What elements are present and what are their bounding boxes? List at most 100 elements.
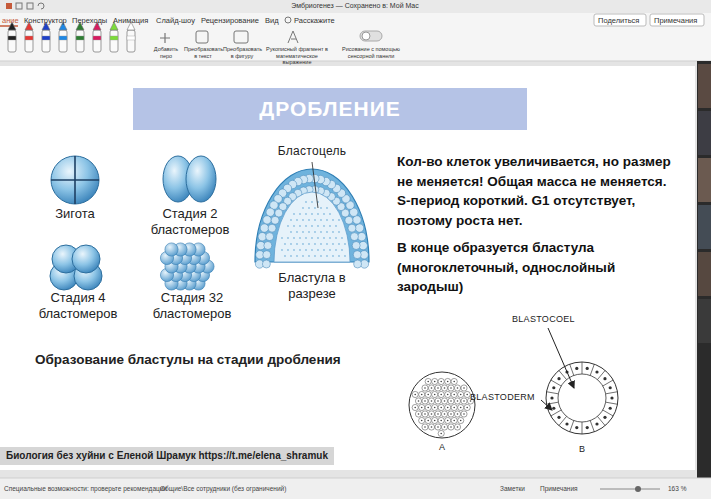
yolk-dot — [317, 237, 319, 239]
zygote-furrow — [74, 156, 76, 204]
ribbon-button-label: Рукописный фрагмент в математическое выр… — [262, 46, 332, 66]
cell — [448, 385, 454, 391]
participant-video — [698, 205, 711, 249]
nucleus — [453, 394, 455, 396]
yolk-dot — [290, 255, 292, 257]
status-text: Общие\Все сотрудники (без ограничений) — [160, 485, 286, 493]
active-tab-underline — [0, 25, 18, 27]
cell — [345, 216, 353, 224]
yolk-dot — [344, 255, 346, 257]
yolk-dot — [326, 255, 328, 257]
yolk-dot — [293, 237, 295, 239]
cell-wall — [590, 364, 594, 375]
cell-wall — [606, 402, 618, 404]
yolk-dot — [329, 213, 331, 215]
pen-band — [93, 36, 101, 40]
cell — [441, 424, 447, 430]
nucleus — [460, 407, 462, 409]
yolk-dot — [326, 231, 328, 233]
nucleus — [575, 426, 578, 429]
yolk-dot — [317, 249, 319, 251]
ribbon-tab: Слайд-шоу — [156, 16, 195, 25]
window-title: Эмбриогенез — Сохранено в: Мой Mac — [255, 2, 455, 10]
cell — [425, 391, 431, 397]
cell-wall — [547, 392, 559, 394]
nucleus — [557, 416, 560, 419]
yolk-dot — [314, 231, 316, 233]
embryo-outline — [546, 362, 618, 434]
yolk-dot — [317, 225, 319, 227]
comments-button — [650, 14, 704, 26]
ink-to-shape-icon — [234, 31, 248, 43]
cell — [419, 391, 425, 397]
cell — [438, 404, 444, 410]
footer-text: Биология без хуйни с Еленой Шрамук https… — [0, 447, 334, 465]
cell — [415, 411, 421, 417]
yolk-dot — [335, 249, 337, 251]
note-text: Кол-во клеток увеличивается, но размер н… — [397, 152, 672, 230]
yolk-dot — [335, 225, 337, 227]
cell — [438, 417, 444, 423]
cell — [435, 424, 441, 430]
yolk-dot — [320, 243, 322, 245]
cell — [425, 404, 431, 410]
yolk-dot — [320, 255, 322, 257]
cell — [458, 404, 464, 410]
pointer-arrow — [541, 400, 552, 410]
cell — [454, 424, 460, 430]
cell — [260, 224, 268, 232]
yolk-dot — [332, 243, 334, 245]
nucleus — [447, 381, 449, 383]
pen-band — [42, 36, 50, 40]
zygote — [51, 156, 99, 204]
yolk-dot — [290, 243, 292, 245]
cell-wall — [603, 380, 613, 386]
cell — [435, 398, 441, 404]
stage-label: Стадия 4 бластомеров — [23, 290, 133, 321]
yolk-dot — [296, 255, 298, 257]
blastomere — [186, 156, 216, 202]
cell — [432, 391, 438, 397]
cell — [412, 404, 418, 410]
figure-caption: Образование бластулы на стадии дробления — [35, 352, 341, 368]
pen-body — [59, 30, 67, 52]
yolk-dot — [299, 249, 301, 251]
figure-letter: A — [432, 442, 452, 453]
yolk-dot — [314, 219, 316, 221]
yolk-dot — [287, 237, 289, 239]
cell — [350, 233, 358, 241]
nucleus — [418, 413, 420, 415]
share-button — [594, 14, 646, 26]
nucleus — [557, 377, 560, 380]
cell — [445, 417, 451, 423]
status-text: 163 % — [668, 485, 686, 493]
ribbon-button-label: Преобразовать в текст — [184, 46, 222, 59]
status-border — [0, 478, 711, 479]
cell — [464, 391, 470, 397]
nucleus — [427, 420, 429, 422]
pen-body — [76, 30, 84, 52]
comments-label: Примечания — [654, 16, 697, 25]
ribbon-tab: Конструктор — [24, 16, 67, 25]
cell — [448, 398, 454, 404]
yolk-dot — [290, 231, 292, 233]
cell — [445, 404, 451, 410]
cell-wall — [570, 421, 574, 432]
cell — [435, 411, 441, 417]
cell — [441, 398, 447, 404]
cell — [357, 232, 365, 240]
yolk-dot — [305, 249, 307, 251]
nucleus — [603, 416, 606, 419]
cell — [441, 385, 447, 391]
cell — [464, 404, 470, 410]
nucleus — [466, 394, 468, 396]
cell — [458, 417, 464, 423]
cell — [422, 385, 428, 391]
cell — [412, 391, 418, 397]
nucleus — [552, 386, 555, 389]
add-pen-icon — [160, 33, 170, 43]
cell — [451, 417, 457, 423]
yolk-dot — [344, 243, 346, 245]
ribbon — [0, 13, 711, 61]
yolk-dot — [311, 237, 313, 239]
